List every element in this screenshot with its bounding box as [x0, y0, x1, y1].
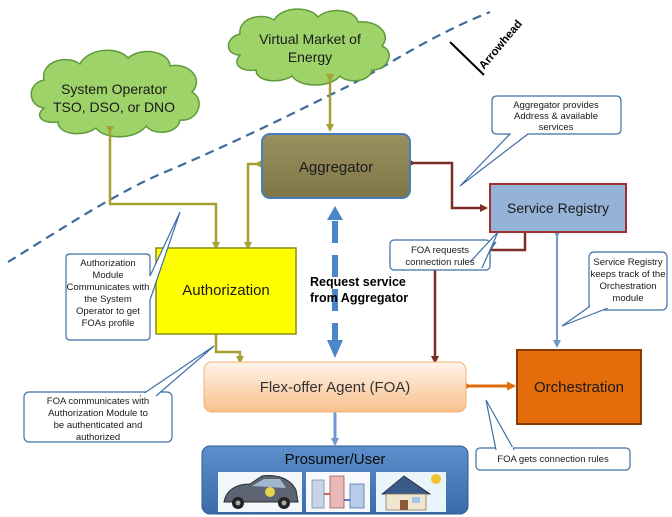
callout-foa-requests-line1: FOA requests: [411, 245, 469, 256]
callout-auth-line3: Communicates with: [67, 282, 150, 293]
callout-aggregator-provides-line2: Address & available: [514, 111, 598, 122]
callout-foa-comm-line1: FOA communicates with: [47, 396, 149, 407]
callout-auth-line2: Module: [92, 270, 123, 281]
virtual-market-line1: Virtual Market of: [259, 31, 361, 47]
solar-house-icon: [376, 472, 446, 512]
electric-car-icon: [218, 472, 302, 512]
callout-auth-line5: Operator to get: [76, 306, 140, 317]
system-operator-line2: TSO, DSO, or DNO: [53, 99, 175, 115]
callout-foa-requests: FOA requests connection rules: [389, 231, 499, 271]
arrowhead-pointer-line: [449, 41, 485, 76]
callout-aggregator-provides: Aggregator provides Address & available …: [459, 95, 622, 187]
arrowhead-label: Arrowhead: [477, 18, 525, 72]
callout-auth-line1: Authorization: [80, 258, 135, 269]
orchestration-box: Orchestration: [516, 349, 642, 425]
virtual-market-line2: Energy: [288, 49, 332, 65]
orchestration-label: Orchestration: [534, 379, 624, 396]
request-label-line1: Request service: [310, 275, 406, 289]
arrowhead-boundary-line: [7, 10, 491, 263]
system-operator-cloud: System Operator TSO, DSO, or DNO: [30, 49, 200, 138]
arrow-aggregator-registry: [408, 159, 488, 212]
callout-foa-requests-line2: connection rules: [405, 257, 474, 268]
aggregator-box: Aggregator: [261, 133, 411, 199]
authorization-box: Authorization: [155, 247, 297, 335]
callout-auth-line4: the System: [84, 294, 132, 305]
prosumer-box: Prosumer/User: [201, 445, 469, 515]
foa-box: Flex-offer Agent (FOA): [203, 361, 467, 413]
authorization-label: Authorization: [182, 282, 270, 299]
service-registry-label: Service Registry: [507, 200, 609, 216]
callout-registry-line1: Service Registry: [593, 257, 662, 268]
callout-foa-communicates: FOA communicates with Authorization Modu…: [23, 345, 215, 443]
callout-foa-gets-line1: FOA gets connection rules: [497, 454, 609, 465]
callout-aggregator-provides-line1: Aggregator provides: [513, 100, 599, 111]
arrow-authorization-foa: [212, 330, 244, 364]
request-label-line2: from Aggregator: [310, 291, 408, 305]
callout-aggregator-provides-line3: services: [539, 122, 574, 133]
callout-foa-comm-line3: be authenticated and: [54, 420, 143, 431]
callout-registry-line3: Orchestration: [599, 281, 656, 292]
arrow-system-authorization: [106, 126, 220, 250]
system-operator-line1: System Operator: [61, 81, 167, 97]
callout-authorization-module: Authorization Module Communicates with t…: [65, 211, 181, 341]
callout-registry-tracks: Service Registry keeps track of the Orch…: [561, 251, 668, 327]
foa-label: Flex-offer Agent (FOA): [260, 379, 411, 396]
callout-auth-line6: FOAs profile: [82, 318, 135, 329]
arrow-aggregator-authorization: [244, 160, 262, 250]
callout-foa-comm-line2: Authorization Module to: [48, 408, 148, 419]
heat-pump-icon: [306, 472, 370, 512]
callout-foa-comm-line4: authorized: [76, 432, 120, 443]
request-arrow-down-head: [327, 340, 343, 358]
prosumer-label: Prosumer/User: [285, 451, 386, 468]
callout-foa-gets: FOA gets connection rules: [475, 399, 631, 471]
virtual-market-cloud: Virtual Market of Energy: [227, 8, 390, 86]
callout-registry-line4: module: [612, 293, 643, 304]
callout-registry-line2: keeps track of the: [591, 269, 666, 280]
service-registry-box: Service Registry: [489, 183, 627, 233]
aggregator-label: Aggregator: [299, 159, 373, 176]
